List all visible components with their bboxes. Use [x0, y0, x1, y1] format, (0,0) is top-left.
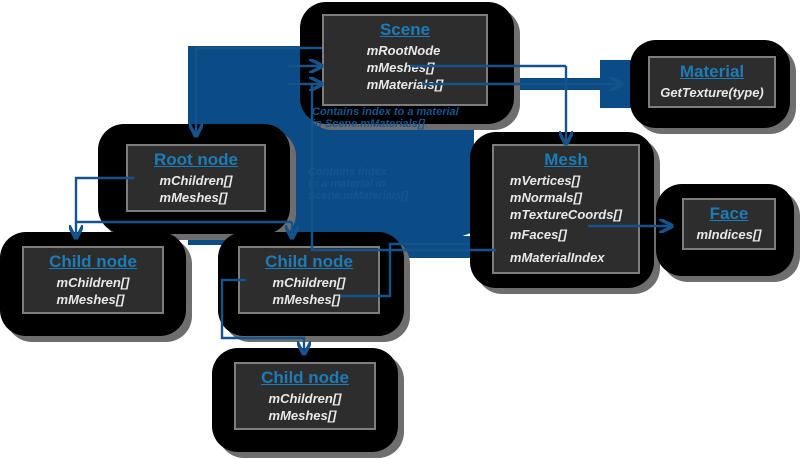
node-child-left[interactable]: Child node mChildren[] mMeshes[] [22, 246, 164, 314]
node-root-title: Root node [153, 150, 239, 169]
node-mesh[interactable]: Mesh mVertices[] mNormals[] mTextureCoor… [492, 144, 640, 274]
node-child-middle-title: Child node [265, 252, 353, 271]
node-mesh-field-3: mFaces[] [509, 227, 567, 242]
node-child-bottom-title: Child node [261, 368, 349, 387]
node-mesh-field-0: mVertices[] [509, 173, 581, 188]
node-material-title: Material [679, 62, 745, 81]
node-mesh-field-4: mMaterialIndex [509, 250, 605, 265]
node-face-field-0: mIndices[] [696, 227, 762, 242]
material-index-note: Contains index to a material in Scene.mM… [312, 106, 459, 130]
node-face-title: Face [709, 204, 749, 223]
wire-child-middle-to-bottom [220, 278, 304, 354]
node-scene-field-1: mMeshes[] [366, 60, 435, 75]
node-scene-title: Scene [379, 20, 431, 39]
node-child-left-field-1: mMeshes[] [56, 292, 125, 307]
node-scene[interactable]: Scene mRootNode mMeshes[] mMaterials[] [322, 14, 488, 106]
node-root-field-0: mChildren[] [159, 173, 233, 188]
wire-materialindex-to-scene [310, 84, 496, 252]
node-mesh-field-2: mTextureCoords[] [509, 207, 623, 222]
node-scene-field-2: mMaterials[] [366, 77, 444, 92]
node-child-bottom[interactable]: Child node mChildren[] mMeshes[] [234, 362, 376, 430]
node-root-field-1: mMeshes[] [159, 190, 228, 205]
node-child-left-field-0: mChildren[] [56, 275, 130, 290]
node-child-middle-field-0: mChildren[] [272, 275, 346, 290]
node-scene-field-0: mRootNode [366, 43, 441, 58]
node-mesh-field-1: mNormals[] [509, 190, 583, 205]
node-child-left-title: Child node [49, 252, 137, 271]
wire-root-children-bus [74, 176, 292, 224]
node-child-bottom-field-1: mMeshes[] [268, 408, 337, 423]
node-root[interactable]: Root node mChildren[] mMeshes[] [126, 144, 266, 212]
node-child-middle[interactable]: Child node mChildren[] mMeshes[] [238, 246, 380, 314]
node-face[interactable]: Face mIndices[] [682, 198, 776, 250]
node-material-field-0: GetTexture(type) [660, 85, 764, 100]
wire-child-middle-meshes [340, 242, 470, 298]
node-mesh-title: Mesh [544, 150, 588, 169]
node-material[interactable]: Material GetTexture(type) [648, 56, 776, 108]
node-child-middle-field-1: mMeshes[] [272, 292, 341, 307]
node-child-bottom-field-0: mChildren[] [268, 391, 342, 406]
